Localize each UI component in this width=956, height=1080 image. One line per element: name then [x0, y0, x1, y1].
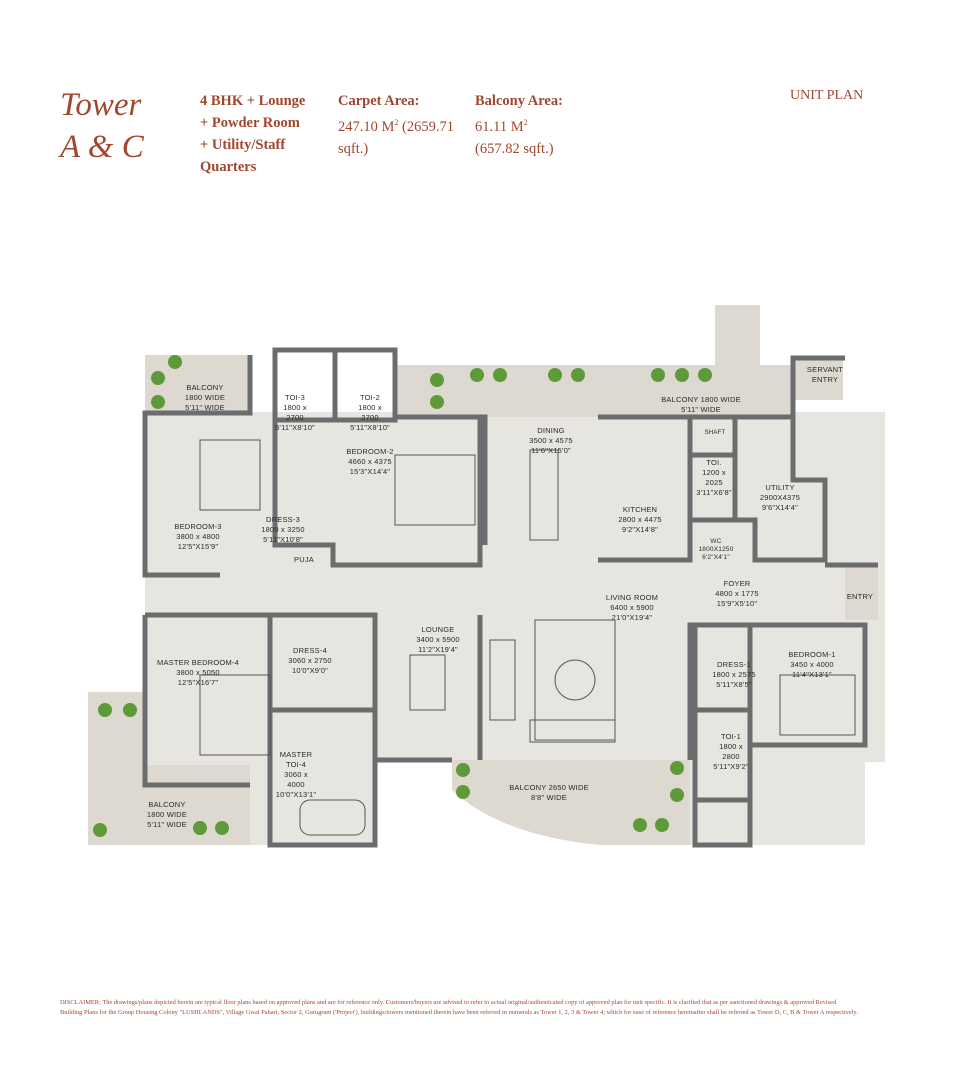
balcony-bottom	[452, 760, 690, 845]
plant-icon	[215, 821, 229, 835]
plant-icon	[193, 821, 207, 835]
plants	[93, 355, 712, 837]
plant-icon	[698, 368, 712, 382]
interior-floor	[690, 620, 865, 845]
servant-entry-area	[793, 358, 843, 400]
coffee-table-icon	[554, 659, 596, 701]
plant-icon	[651, 368, 665, 382]
disclaimer: DISCLAIMER: The drawings/plans depicted …	[60, 999, 858, 1016]
balconies	[88, 305, 878, 845]
plant-icon	[456, 785, 470, 799]
bed-icon	[394, 454, 476, 526]
sofa-icon	[529, 719, 616, 743]
sofa-icon	[489, 639, 516, 721]
plant-icon	[151, 371, 165, 385]
plant-icon	[633, 818, 647, 832]
plant-icon	[548, 368, 562, 382]
section-label: UNIT PLAN	[790, 88, 864, 103]
plant-icon	[123, 703, 137, 717]
unit-superscript: 2	[394, 118, 399, 127]
furniture	[199, 439, 856, 836]
walls	[142, 347, 878, 848]
plant-icon	[675, 368, 689, 382]
bed-icon	[199, 674, 271, 756]
plant-icon	[151, 395, 165, 409]
plant-icon	[168, 355, 182, 369]
balcony-area-sqft: (657.82 sqft.)	[475, 140, 554, 157]
bathtub-icon	[299, 799, 366, 836]
config-line: + Utility/Staff	[200, 137, 286, 153]
plant-icon	[493, 368, 507, 382]
title-line-2: A & C	[60, 129, 144, 165]
entry-area	[845, 565, 878, 620]
config-line: + Powder Room	[200, 115, 300, 131]
balcony-area: Balcony Area: 61.11 M2 (657.82 sqft.)	[475, 90, 563, 160]
plant-icon	[470, 368, 484, 382]
carpet-area: Carpet Area: 247.10 M2 (2659.71 sqft.)	[338, 90, 454, 160]
plant-icon	[430, 395, 444, 409]
plant-icon	[430, 373, 444, 387]
title-line-1: Tower	[60, 87, 142, 123]
plant-icon	[670, 761, 684, 775]
config-line: 4 BHK + Lounge	[200, 93, 306, 109]
carpet-area-value: 247.10 M	[338, 118, 395, 135]
dining-table-icon	[529, 449, 559, 541]
bed-icon	[779, 674, 856, 736]
unit-configuration: 4 BHK + Lounge + Powder Room + Utility/S…	[200, 90, 305, 178]
servant-stair	[715, 305, 760, 367]
carpet-area-sqft: (2659.71	[398, 118, 454, 135]
balcony-area-label: Balcony Area:	[475, 93, 563, 109]
room-label-entry: ENTRY	[846, 592, 874, 601]
sofa-icon	[409, 654, 446, 711]
plant-icon	[456, 763, 470, 777]
plant-icon	[655, 818, 669, 832]
unit-superscript: 2	[523, 118, 528, 127]
balcony-top	[395, 365, 793, 417]
plant-icon	[670, 788, 684, 802]
config-line: Quarters	[200, 159, 257, 175]
balcony-bottom-left	[88, 692, 250, 845]
plant-icon	[571, 368, 585, 382]
plant-icon	[93, 823, 107, 837]
tower-title: Tower A & C	[60, 84, 144, 168]
room-label-puja: PUJA	[294, 555, 314, 564]
room-label-shaft: SHAFT	[704, 430, 726, 436]
rug-icon	[534, 619, 616, 741]
balcony-area-value: 61.11 M	[475, 118, 524, 135]
bed-icon	[199, 439, 261, 511]
plant-icon	[98, 703, 112, 717]
carpet-area-unit: sqft.)	[338, 140, 369, 157]
carpet-area-label: Carpet Area:	[338, 93, 420, 109]
